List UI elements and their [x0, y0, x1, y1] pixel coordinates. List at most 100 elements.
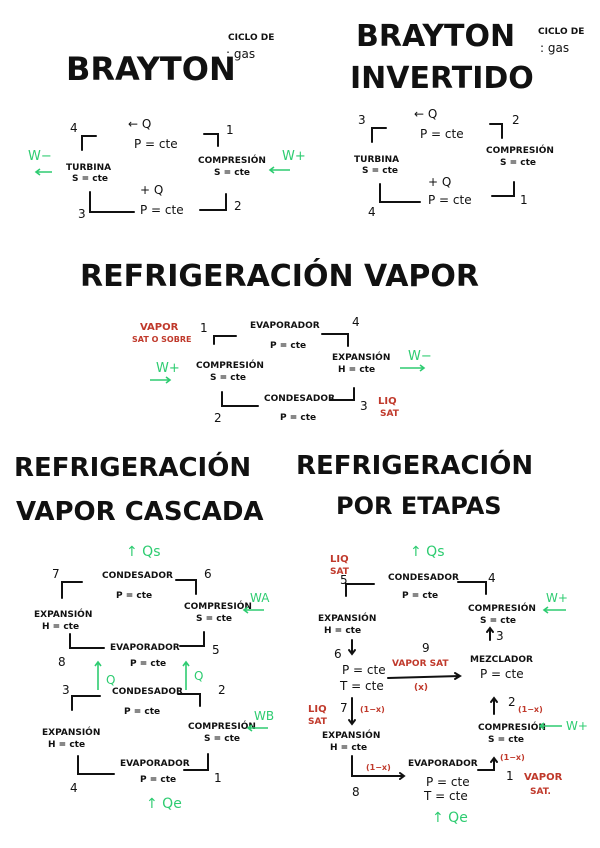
vapor-point-1: 1	[200, 321, 208, 335]
cascada-point-1: 1	[214, 771, 222, 785]
etapas-one-minus-x-bottom-left: (1−x)	[366, 763, 391, 772]
brayton-inv-line-bottom	[379, 183, 421, 203]
etapas-x: (x)	[414, 683, 428, 693]
etapas-liq-mid-sub: SAT	[308, 717, 328, 727]
arrow-down-icon	[348, 639, 356, 656]
cascada-qe: ↑ Qe	[146, 796, 182, 812]
cascada-lower-line-bottom-left	[77, 755, 115, 775]
brayton-inv-note-1: CICLO DE	[538, 27, 584, 37]
etapas-expansion-bot-h: H = cte	[330, 743, 367, 753]
brayton-heat-in: + Q	[140, 183, 163, 197]
etapas-work-top: W+	[546, 591, 568, 605]
cascada-q-left: Q	[106, 673, 115, 687]
vapor-expansion: EXPANSIÓN	[332, 351, 390, 363]
heat-up-arrow-icon	[182, 660, 190, 690]
cascada-evaporador-bot: EVAPORADOR	[120, 759, 190, 769]
cascada-condensador-top-p: P = cte	[116, 591, 152, 601]
brayton-inv-title-1: BRAYTON	[356, 19, 515, 54]
cascada-title-1: REFRIGERACIÓN	[14, 451, 251, 483]
cascada-wa: WA	[250, 591, 270, 605]
etapas-evaporador-p: P = cte	[426, 775, 470, 789]
cascada-expansion-top: EXPANSIÓN	[34, 608, 92, 620]
cascada-point-3: 3	[62, 683, 70, 697]
brayton-line-bottom	[89, 191, 135, 213]
etapas-line-bottom-right	[477, 756, 498, 771]
etapas-line-top-right	[457, 581, 487, 595]
vapor-work-in: W+	[156, 361, 180, 376]
vapor-line-top-left	[213, 335, 237, 345]
vapor-compresion: COMPRESIÓN	[196, 359, 264, 371]
cascada-evaporador-mid-p: P = cte	[130, 659, 166, 669]
brayton-inv-turbina-s: S = cte	[362, 166, 398, 176]
etapas-mezclador-p: P = cte	[480, 667, 524, 681]
brayton-point-2: 2	[234, 199, 242, 213]
vapor-line-bottom-right	[329, 387, 355, 401]
etapas-mezclador: MEZCLADOR	[470, 655, 533, 665]
etapas-expansion-top-h: H = cte	[324, 626, 361, 636]
brayton-turbina-s: S = cte	[72, 174, 108, 184]
etapas-point-2: 2	[508, 695, 516, 709]
arrow-up-icon	[490, 696, 498, 715]
cascada-upper-line-bottom-left	[69, 633, 105, 649]
brayton-inv-turbina: TURBINA	[354, 155, 399, 165]
brayton-inv-corner-3	[371, 127, 387, 143]
vapor-condensador: CONDESADOR	[264, 394, 335, 404]
brayton-inv-p-bottom: P = cte	[428, 193, 472, 207]
cascada-evaporador-bot-p: P = cte	[140, 775, 176, 785]
cascada-expansion-bot: EXPANSIÓN	[42, 726, 100, 738]
vapor-expansion-h: H = cte	[338, 365, 375, 375]
etapas-line-bottom-left	[351, 755, 406, 780]
vapor-point-3: 3	[360, 399, 368, 413]
cascada-q-right: Q	[194, 669, 203, 683]
refrigeracion-etapas-section: REFRIGERACIÓN POR ETAPAS ↑ Qs LIQ SAT 5 …	[296, 449, 588, 826]
etapas-compresion-bot: COMPRESIÓN	[478, 721, 546, 733]
brayton-section: BRAYTON CICLO DE : gas 4 1 3 2 ← Q P = c…	[28, 33, 306, 221]
vapor-state-3-sub: SAT	[380, 409, 400, 419]
cascada-point-2: 2	[218, 683, 226, 697]
arrow-left-icon	[246, 724, 268, 732]
vapor-state-3-label: LIQ	[378, 396, 397, 407]
etapas-expansion-top: EXPANSIÓN	[318, 612, 376, 624]
arrow-right-icon	[150, 376, 172, 384]
cascada-point-8: 8	[58, 655, 66, 669]
brayton-note-1: CICLO DE	[228, 33, 274, 43]
arrow-left-icon	[242, 606, 264, 614]
brayton-point-4: 4	[70, 121, 78, 135]
etapas-point-6: 6	[334, 647, 342, 661]
cascada-point-4: 4	[70, 781, 78, 795]
etapas-expansion-bot: EXPANSIÓN	[322, 729, 380, 741]
vapor-compresion-s: S = cte	[210, 373, 246, 383]
vapor-title: REFRIGERACIÓN VAPOR	[80, 257, 479, 294]
cascada-qs: ↑ Qs	[126, 544, 161, 560]
cascada-evaporador-mid: EVAPORADOR	[110, 643, 180, 653]
etapas-title-1: REFRIGERACIÓN	[296, 449, 533, 481]
cascada-condensador-mid-p: P = cte	[124, 707, 160, 717]
brayton-inv-compresion-s: S = cte	[500, 158, 536, 168]
cascada-wb: WB	[254, 709, 274, 723]
cascada-upper-line-bottom-right	[179, 631, 205, 647]
brayton-inv-point-3: 3	[358, 113, 366, 127]
brayton-inv-point-4: 4	[368, 205, 376, 219]
etapas-evaporador: EVAPORADOR	[408, 759, 478, 769]
brayton-invertido-section: BRAYTON INVERTIDO CICLO DE : gas 3 2 4 1…	[350, 19, 584, 219]
etapas-point-5: 5	[340, 573, 348, 587]
etapas-one-minus-x-bottom-right: (1−x)	[500, 753, 525, 762]
brayton-inv-point-2: 2	[512, 113, 520, 127]
etapas-point-7: 7	[340, 701, 348, 715]
cascada-point-6: 6	[204, 567, 212, 581]
vapor-evaporador-p: P = cte	[270, 341, 306, 351]
etapas-evaporador-t: T = cte	[423, 789, 468, 803]
vapor-point-2: 2	[214, 411, 222, 425]
cascada-condensador-mid: CONDESADOR	[112, 687, 183, 697]
etapas-separator-t: T = cte	[339, 679, 384, 693]
brayton-work-out: W−	[28, 149, 52, 164]
cascada-lower-line-bottom-right	[183, 753, 209, 771]
cascada-point-7: 7	[52, 567, 60, 581]
etapas-condensador: CONDESADOR	[388, 573, 459, 583]
brayton-title: BRAYTON	[66, 50, 236, 88]
cascada-lower-line-top-right	[177, 693, 201, 707]
etapas-vapor-sat: VAPOR SAT	[392, 659, 449, 669]
cascada-expansion-bot-h: H = cte	[48, 740, 85, 750]
etapas-point-1: 1	[506, 769, 514, 783]
